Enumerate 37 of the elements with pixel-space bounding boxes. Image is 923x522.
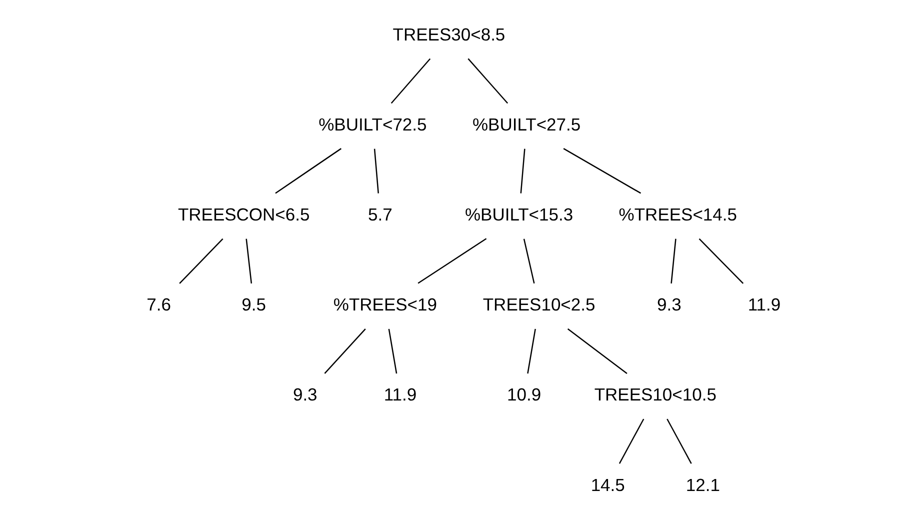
connector (666, 418, 692, 464)
node-text: 10.9 (507, 384, 542, 405)
connector (520, 148, 526, 194)
node-text: 11.9 (384, 384, 417, 405)
node-text: 12.1 (686, 474, 720, 495)
node-text: 5.7 (368, 204, 392, 225)
node-text: TREESCON<6.5 (178, 204, 310, 225)
connector (246, 238, 252, 284)
connector (179, 238, 224, 284)
node-text: TREES10<10.5 (594, 384, 716, 405)
node-text: %TREES<14.5 (618, 204, 737, 225)
node-text: %BUILT<15.3 (464, 204, 574, 225)
connector (618, 418, 644, 464)
node-text: 9.5 (242, 294, 266, 315)
node-text: TREES30<8.5 (392, 24, 506, 44)
node-text: 7.6 (146, 294, 171, 315)
connector (324, 328, 366, 374)
connector (468, 58, 508, 104)
connector (523, 238, 535, 284)
connector (563, 148, 642, 194)
connector (567, 328, 628, 374)
node-text: %TREES<19 (333, 294, 437, 315)
connector (670, 238, 676, 284)
connector (418, 238, 487, 284)
connector (374, 148, 379, 194)
node-text: 14.5 (590, 474, 625, 495)
connector (388, 328, 398, 374)
node-text: %BUILT<72.5 (318, 114, 427, 135)
connector (275, 148, 342, 194)
node-text: 11.9 (748, 294, 781, 315)
node-text: TREES10<2.5 (482, 294, 596, 315)
node-text: %BUILT<27.5 (472, 114, 581, 135)
node-text: 9.3 (656, 294, 682, 315)
connector (698, 238, 744, 284)
connector (527, 328, 536, 374)
node-text: 9.3 (292, 384, 318, 405)
connector (390, 58, 431, 104)
